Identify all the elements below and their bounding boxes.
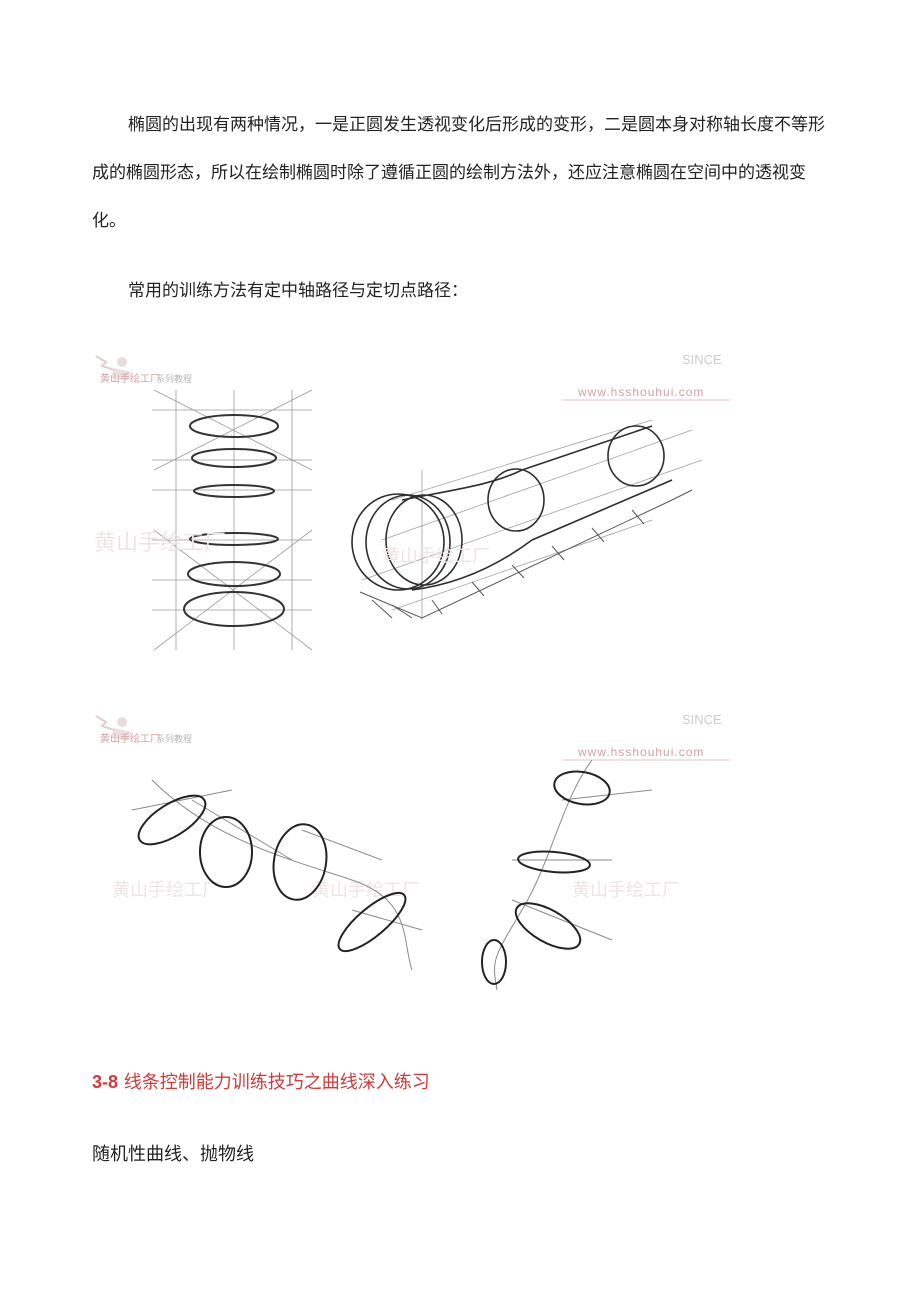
path-curves bbox=[131, 759, 653, 991]
figure-tangent-path-ellipses: 黄山手绘工厂 系列教程 SINCE www.hsshouhui.com 黄山手绘… bbox=[92, 710, 732, 1010]
watermark-since: SINCE bbox=[682, 352, 722, 367]
watermark-since-2: SINCE bbox=[682, 712, 722, 727]
watermark-mid-left-2: 黄山手绘工厂 bbox=[112, 880, 220, 900]
watermark-logo bbox=[95, 355, 132, 380]
watermark-brand: 黄山手绘工厂 bbox=[100, 372, 160, 385]
watermark-series-2: 系列教程 bbox=[156, 733, 192, 744]
cylinder-shadow bbox=[359, 489, 693, 619]
watermark-series: 系列教程 bbox=[156, 373, 192, 384]
figure-2-drawing: 黄山手绘工厂 系列教程 SINCE www.hsshouhui.com 黄山手绘… bbox=[95, 712, 730, 991]
intro-paragraph-1: 椭圆的出现有两种情况，一是正圆发生透视变化后形成的变形，二是圆本身对称轴长度不等… bbox=[92, 115, 825, 231]
watermark-brand-2: 黄山手绘工厂 bbox=[100, 732, 160, 745]
watermark-url: www.hsshouhui.com bbox=[577, 385, 704, 399]
intro-paragraph-2: 常用的训练方法有定中轴路径与定切点路径： bbox=[128, 281, 468, 301]
section-heading: 3-8 线条控制能力训练技巧之曲线深入练习 bbox=[92, 1068, 430, 1094]
section-number: 3-8 bbox=[92, 1072, 119, 1092]
watermark-url-2: www.hsshouhui.com bbox=[577, 745, 704, 759]
figure-axis-path-ellipses: 黄山手绘工厂 系列教程 SINCE www.hsshouhui.com bbox=[92, 350, 732, 660]
watermark-logo-2 bbox=[95, 715, 132, 740]
watermark-mid-left: 黄山手绘工厂 bbox=[94, 530, 226, 555]
watermark-mid-center: 黄山手绘工厂 bbox=[382, 546, 490, 566]
section-title: 线条控制能力训练技巧之曲线深入练习 bbox=[123, 1072, 430, 1093]
subheading: 随机性曲线、抛物线 bbox=[92, 1144, 254, 1165]
axis-grid bbox=[152, 389, 313, 651]
watermark-mid-right-2: 黄山手绘工厂 bbox=[572, 880, 680, 900]
tangent-ellipses bbox=[137, 770, 611, 985]
axis-ellipses bbox=[183, 414, 285, 627]
cylinder-body bbox=[351, 425, 673, 591]
watermark-mid-center-2: 黄山手绘工厂 bbox=[312, 880, 420, 900]
figure-1-drawing: 黄山手绘工厂 系列教程 SINCE www.hsshouhui.com bbox=[94, 352, 730, 651]
